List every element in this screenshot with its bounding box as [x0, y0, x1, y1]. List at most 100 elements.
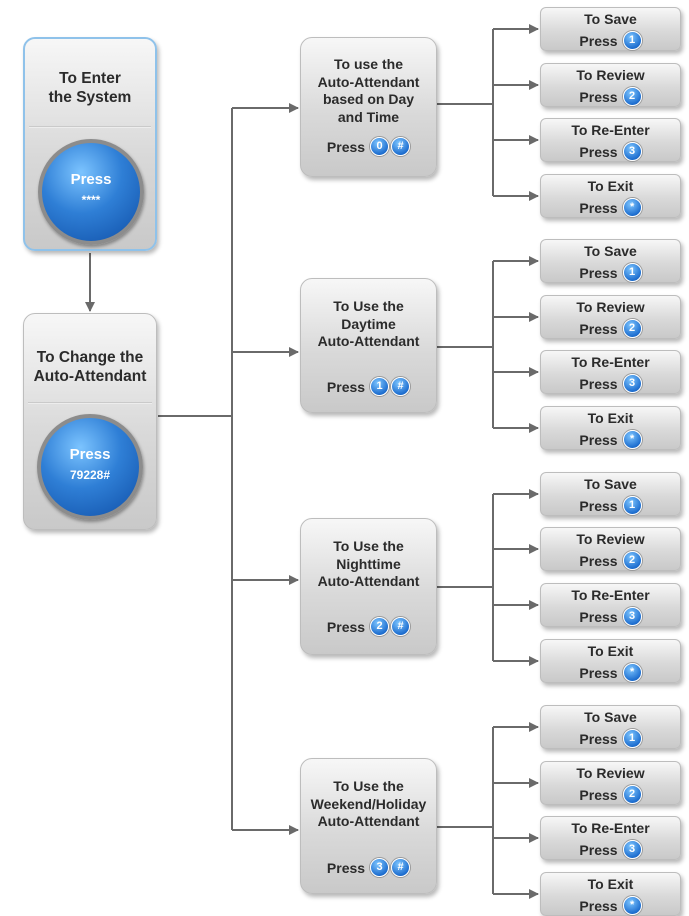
- change-press-label: Press: [69, 446, 111, 463]
- action-press-label: Press: [579, 497, 618, 514]
- action-press-label: Press: [579, 897, 618, 914]
- change-press-code: 79228#: [69, 468, 111, 482]
- option-1-press-label: Press: [326, 138, 366, 155]
- enter-divider: [29, 126, 151, 128]
- option-2-press-label: Press: [326, 378, 366, 395]
- action-title: To Review: [576, 299, 645, 315]
- enter-press-code: ****: [81, 193, 101, 207]
- key-0-icon[interactable]: 0: [370, 137, 390, 156]
- key-hash-icon[interactable]: #: [391, 858, 411, 877]
- option-2-title-line-2: Daytime: [341, 315, 396, 332]
- action-title: To Re-Enter: [571, 820, 650, 836]
- option-4-title-line-2: Weekend/Holiday: [310, 795, 427, 812]
- action-press-label: Press: [579, 264, 618, 281]
- option-2-title-line-3: Auto-Attendant: [317, 333, 420, 349]
- action-title: To Exit: [587, 643, 634, 659]
- key-star-icon[interactable]: *: [622, 198, 642, 217]
- action-press-label: Press: [579, 664, 618, 681]
- key-3-icon[interactable]: 3: [622, 142, 642, 161]
- action-press-label: Press: [579, 552, 618, 569]
- action-press-label: Press: [579, 143, 618, 160]
- option-1-title-line-4: and Time: [337, 108, 400, 125]
- key-star-icon[interactable]: *: [622, 430, 642, 449]
- key-2-icon[interactable]: 2: [622, 319, 642, 338]
- key-1-icon[interactable]: 1: [622, 31, 642, 50]
- key-hash-icon[interactable]: #: [391, 617, 411, 636]
- action-title: To Save: [584, 709, 637, 725]
- option-4-title-line-3: Auto-Attendant: [317, 813, 420, 829]
- key-2-icon[interactable]: 2: [370, 617, 390, 636]
- key-2-icon[interactable]: 2: [622, 785, 642, 804]
- action-press-row: Press*: [541, 663, 680, 682]
- action-press-label: Press: [579, 88, 618, 105]
- action-press-row: Press*: [541, 896, 680, 915]
- key-3-icon[interactable]: 3: [622, 840, 642, 859]
- enter-press-label: Press: [70, 171, 112, 188]
- action-press-label: Press: [579, 431, 618, 448]
- key-hash-icon[interactable]: #: [391, 377, 411, 396]
- option-3-press-label: Press: [326, 618, 366, 635]
- action-title: To Re-Enter: [571, 354, 650, 370]
- key-hash-icon[interactable]: #: [391, 137, 411, 156]
- action-title: To Review: [576, 531, 645, 547]
- option-1-title-line-2: Auto-Attendant: [317, 73, 420, 90]
- action-press-label: Press: [579, 730, 618, 747]
- action-press-label: Press: [579, 786, 618, 803]
- action-press-row: Press*: [541, 430, 680, 449]
- action-title: To Re-Enter: [571, 122, 650, 138]
- action-press-label: Press: [579, 375, 618, 392]
- option-1-title-line-3: based on Day: [322, 91, 415, 107]
- enter-press-button[interactable]: Press ****: [38, 139, 144, 245]
- enter-system-box: To Enter the System Press ****: [23, 37, 157, 251]
- key-3-icon[interactable]: 3: [370, 858, 390, 877]
- key-star-icon[interactable]: *: [622, 896, 642, 915]
- option-1-title-line-1: To use the: [334, 56, 403, 72]
- key-1-icon[interactable]: 1: [622, 496, 642, 515]
- action-press-label: Press: [579, 608, 618, 625]
- enter-system-title: To Enter the System: [25, 69, 155, 107]
- option-2-title-line-1: To Use the: [333, 298, 404, 314]
- key-1-icon[interactable]: 1: [622, 263, 642, 282]
- key-star-icon[interactable]: *: [622, 663, 642, 682]
- action-title: To Exit: [587, 410, 634, 426]
- key-3-icon[interactable]: 3: [622, 607, 642, 626]
- enter-title-line2: the System: [48, 89, 132, 106]
- key-3-icon[interactable]: 3: [622, 374, 642, 393]
- change-press-button[interactable]: Press 79228#: [37, 414, 143, 520]
- change-title-line2: Auto-Attendant: [33, 368, 147, 385]
- action-title: To Re-Enter: [571, 587, 650, 603]
- key-1-icon[interactable]: 1: [370, 377, 390, 396]
- key-2-icon[interactable]: 2: [622, 551, 642, 570]
- enter-title-line1: To Enter: [59, 70, 121, 87]
- key-1-icon[interactable]: 1: [622, 729, 642, 748]
- action-press-row: Press*: [541, 198, 680, 217]
- option-3-title-line-1: To Use the: [333, 538, 404, 554]
- key-2-icon[interactable]: 2: [622, 87, 642, 106]
